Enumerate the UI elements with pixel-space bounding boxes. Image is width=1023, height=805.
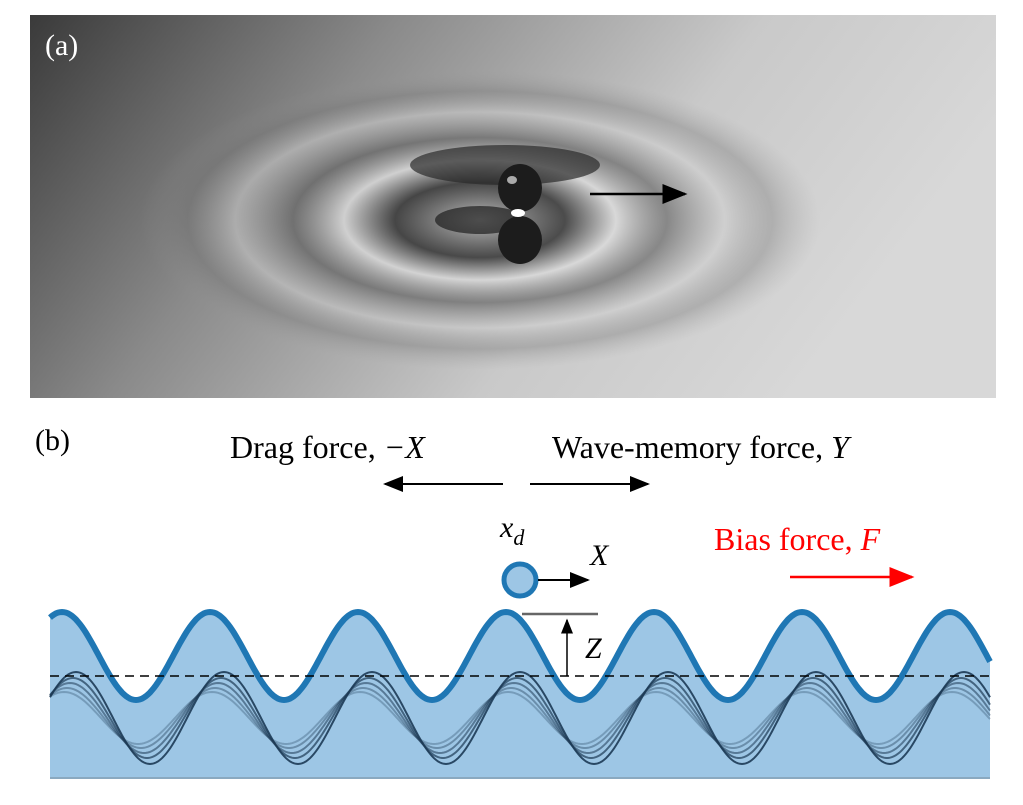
bias-force-label: Bias force, F	[714, 521, 881, 557]
droplet-icon	[501, 561, 539, 599]
fluid-fill	[50, 612, 990, 778]
wave-memory-force-label: Wave-memory force, Y	[552, 429, 852, 465]
droplet-photograph	[30, 15, 996, 398]
past-wave-line-5	[49, 690, 991, 746]
panel-a-label: (a)	[45, 29, 78, 62]
drag-force-label: Drag force, −X	[230, 429, 426, 465]
wave-field	[48, 608, 993, 779]
past-wave-line-2	[49, 677, 991, 759]
droplet	[498, 164, 542, 212]
past-wave-line-3	[49, 681, 991, 755]
height-label: Z	[585, 632, 602, 665]
drop-velocity-label: X	[589, 539, 610, 572]
past-wave-line-4	[49, 687, 991, 749]
wave-surface-line	[48, 608, 993, 704]
panel-b-label: (b)	[35, 424, 70, 457]
drop-position-label: xd	[499, 511, 525, 550]
droplet-reflection	[498, 216, 542, 264]
